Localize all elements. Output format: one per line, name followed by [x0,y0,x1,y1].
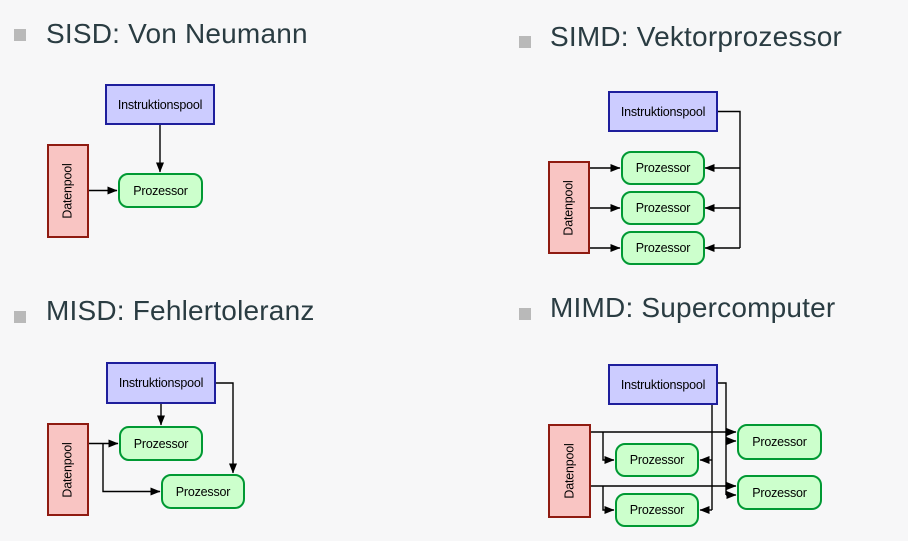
processor-box: Prozessor [737,475,822,510]
bullet-icon [14,29,26,41]
connector-arrows [590,110,741,252]
instruction-pool-label: Instruktionspool [620,104,706,119]
data-pool-box: Datenpool [548,161,590,254]
processor-label: Prozessor [752,435,807,449]
connector-arrows [591,382,737,514]
instruction-trunk-line-right [718,382,727,495]
section-title-misd: MISD: Fehlertoleranz [46,295,315,326]
processor-box: Prozessor [161,474,245,509]
arrow-data-to-middle-processor-1 [602,432,615,464]
bullet-icon [14,311,26,323]
processor-box: Prozessor [615,443,699,477]
instruction-pool-label: Instruktionspool [117,97,203,112]
instruction-pool-box: Instruktionspool [608,364,718,405]
processor-label: Prozessor [629,503,685,517]
data-pool-box: Datenpool [47,144,89,238]
instruction-pool-label: Instruktionspool [620,377,706,392]
processor-box: Prozessor [621,151,705,185]
data-pool-box: Datenpool [47,423,89,516]
section-title-sisd: SISD: Von Neumann [46,18,308,49]
processor-label: Prozessor [133,183,188,198]
data-pool-label: Datenpool [61,163,76,219]
instruction-pool-box: Instruktionspool [608,91,718,132]
processor-label: Prozessor [635,241,691,255]
processor-box: Prozessor [118,173,203,208]
instruction-pool-box: Instruktionspool [106,362,216,404]
connector-arrows [89,125,164,195]
instruction-pool-box: Instruktionspool [105,84,215,125]
arrow-data-to-processor-2 [102,443,161,496]
instruction-pool-label: Instruktionspool [118,376,204,390]
quadrant-mimd: MIMD: Supercomputer Instruktionspool Dat… [454,270,908,541]
processor-box: Prozessor [119,426,203,461]
data-pool-box: Datenpool [548,424,591,518]
processor-label: Prozessor [635,161,691,175]
processor-box: Prozessor [621,231,705,265]
section-title-mimd: MIMD: Supercomputer [550,292,836,323]
processor-label: Prozessor [635,201,691,215]
processor-label: Prozessor [133,436,189,451]
quadrant-sisd: SISD: Von Neumann Instruktionspool Daten… [0,0,454,271]
arrow-instructions-to-processor-2 [216,382,237,474]
quadrant-simd: SIMD: Vektorprozessor Instruktionspool D… [454,0,908,271]
processor-label: Prozessor [752,485,807,500]
data-pool-label: Datenpool [562,179,577,236]
bullet-icon [519,36,531,48]
processor-label: Prozessor [175,484,231,499]
quadrant-misd: MISD: Fehlertoleranz Instruktionspool Da… [0,270,454,541]
processor-box: Prozessor [615,493,699,527]
data-pool-label: Datenpool [562,443,577,499]
bullet-icon [519,308,531,320]
processor-box: Prozessor [737,424,822,460]
connector-arrows [89,382,237,496]
arrow-data-to-middle-processor-2 [602,486,615,514]
processor-box: Prozessor [621,191,705,225]
section-title-simd: SIMD: Vektorprozessor [550,21,843,52]
instruction-trunk-line [718,110,741,248]
processor-label: Prozessor [629,453,685,467]
data-pool-label: Datenpool [61,441,76,498]
